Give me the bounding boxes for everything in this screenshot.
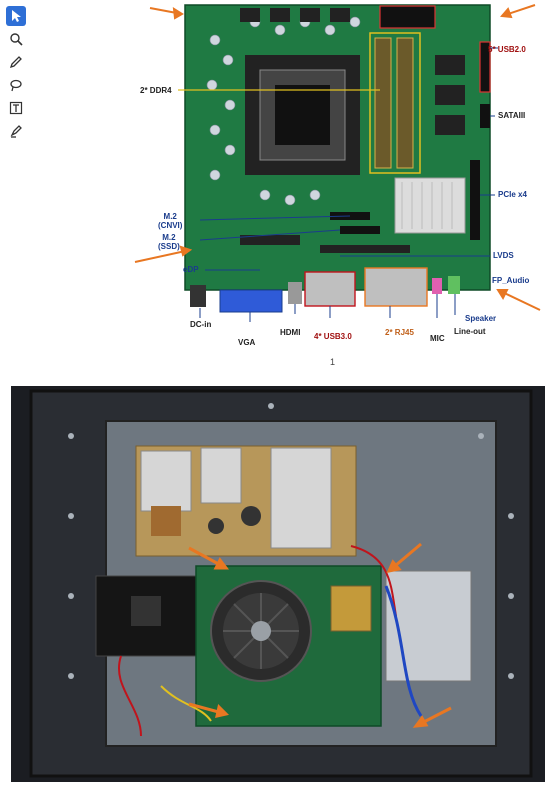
chipset-heatsink <box>394 177 466 234</box>
label-usb20: 5* USB2.0 <box>488 45 526 54</box>
motherboard-illustration <box>134 4 541 322</box>
label-m2-cnvi: M.2 (CNVI) <box>158 212 183 230</box>
label-sataiii: SATAIII <box>498 111 526 120</box>
label-ddr4: 2* DDR4 <box>140 86 172 95</box>
hdmi-port <box>288 282 302 304</box>
usb30-ports <box>304 271 356 307</box>
text-box-icon <box>9 101 23 115</box>
ram-module <box>330 585 372 632</box>
m2-ssd-slot <box>340 226 380 234</box>
vga-port <box>219 289 283 313</box>
label-rj45: 2* RJ45 <box>385 328 414 337</box>
lasso-tool-button[interactable] <box>6 75 26 95</box>
label-fp-audio: FP_Audio <box>492 276 530 285</box>
usb-header-top <box>379 5 436 29</box>
label-dc-in: DC-in <box>190 320 212 329</box>
zoom-tool-button[interactable] <box>6 29 26 49</box>
annotation-toolbar <box>6 6 28 141</box>
label-mic: MIC <box>430 334 445 343</box>
select-tool-button[interactable] <box>6 6 26 26</box>
label-usb30: 4* USB3.0 <box>314 332 352 341</box>
page-number: 1 <box>330 357 336 367</box>
highlighter-icon <box>10 125 22 138</box>
usb-header-right <box>479 41 491 93</box>
label-speaker: Speaker <box>465 314 497 323</box>
motherboard-pcb <box>184 4 491 291</box>
page-motherboard-layout: 5* USB2.0 2* DDR4 SATAIII PCIe x4 M.2 (C… <box>40 0 545 358</box>
label-line-out: Line-out <box>454 327 486 336</box>
text-box-tool-button[interactable] <box>6 98 26 118</box>
label-lvds: LVDS <box>493 251 514 260</box>
pen-icon <box>9 56 22 69</box>
select-arrow-icon <box>12 10 21 22</box>
ddr4-slot-b <box>396 37 414 169</box>
lasso-icon <box>10 79 22 92</box>
label-pcie: PCIe x4 <box>498 190 527 199</box>
ddr4-slot-a <box>374 37 392 169</box>
mic-jack <box>432 278 442 294</box>
storage-drive <box>385 570 472 682</box>
pen-tool-button[interactable] <box>6 52 26 72</box>
enclosure-photo-illustration <box>11 386 545 782</box>
sata-port <box>480 104 490 128</box>
zoom-icon <box>10 33 23 46</box>
label-edp: eDP <box>183 265 199 274</box>
page-enclosure-photo <box>11 386 545 782</box>
pcie-slot <box>470 160 480 240</box>
document-viewer: 5* USB2.0 2* DDR4 SATAIII PCIe x4 M.2 (C… <box>11 0 545 791</box>
label-m2-ssd: M.2 (SSD) <box>158 233 180 251</box>
label-hdmi: HDMI <box>280 328 301 337</box>
dc-in-jack <box>190 285 206 307</box>
highlighter-tool-button[interactable] <box>6 121 26 141</box>
rj45-ports <box>364 267 428 307</box>
label-vga: VGA <box>238 338 256 347</box>
line-out-jack <box>448 276 460 294</box>
